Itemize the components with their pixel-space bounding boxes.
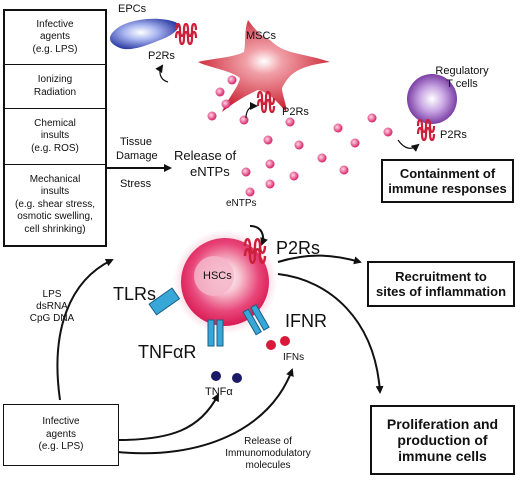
epcs-label: EPCs <box>118 3 147 15</box>
entp-molecules <box>207 75 393 197</box>
tnfa-label: TNFα <box>205 386 233 398</box>
tissue-label: Tissue <box>120 136 152 148</box>
msc-cell <box>198 20 330 112</box>
entps-small-label: eNTPs <box>226 198 257 209</box>
release-immuno-label: Release of Immunomodulatory molecules <box>225 436 311 471</box>
lps-stimuli-label: LPS dsRNA CpG DNA <box>29 289 75 324</box>
left-panel-item-radiation: Ionizing Radiation <box>3 65 107 109</box>
damage-label: Damage <box>116 150 158 162</box>
containment-box: Containment of immune responses <box>381 159 514 203</box>
tnfar-label: TNFαR <box>138 342 197 362</box>
p2rs-msc-label: P2Rs <box>282 106 309 118</box>
small-arrows <box>155 64 420 152</box>
entps-to-hsc-arrow <box>249 225 268 246</box>
tnfa-molecules <box>211 371 242 383</box>
left-panel-item-infective: Infective agents (e.g. LPS) <box>3 9 107 65</box>
treg-cell <box>407 74 457 124</box>
p2r-receptor-msc <box>256 90 276 114</box>
tlr-receptor <box>148 287 181 316</box>
left-panel-item-chemical: Chemical insults (e.g. ROS) <box>3 109 107 165</box>
tlrs-label: TLRs <box>113 284 157 304</box>
release-of-label: Release of <box>174 148 237 163</box>
epc-cell <box>109 18 179 50</box>
left-panel-item-mechanical: Mechanical insults (e.g. shear stress, o… <box>3 165 107 247</box>
hscs-label: HSCs <box>203 270 232 282</box>
arrows <box>56 164 384 455</box>
regulatory-t-label: Regulatory T cells <box>435 65 489 90</box>
p2r-receptor-epc <box>174 22 198 46</box>
p2r-receptor-treg <box>416 118 436 142</box>
entps-big-label: eNTPs <box>190 164 230 179</box>
infective-agents-box: Infective agents (e.g. LPS) <box>3 404 119 466</box>
ifnr-label: IFNR <box>285 311 327 331</box>
stress-label: Stress <box>120 178 152 190</box>
recruitment-box: Recruitment to sites of inflammation <box>367 261 515 307</box>
infective-to-tlr-arrow <box>56 258 114 401</box>
infective-to-ifn-arrow <box>117 368 294 455</box>
ifnr-receptor <box>242 303 270 336</box>
proliferation-box: Proliferation and production of immune c… <box>370 405 515 475</box>
mscs-label: MSCs <box>246 30 276 42</box>
ifns-label: IFNs <box>283 352 305 363</box>
p2rs-epc-label: P2Rs <box>148 50 175 62</box>
recruitment-arrow <box>277 254 362 265</box>
p2r-receptor-hsc <box>243 238 267 264</box>
tnfar-receptor <box>207 319 224 347</box>
p2rs-treg-label: P2Rs <box>440 129 467 141</box>
proliferation-arrow <box>277 273 384 394</box>
ifn-molecules <box>266 336 290 350</box>
p2rs-hsc-label: P2Rs <box>276 238 321 258</box>
infective-to-tnfa-arrow <box>117 393 219 441</box>
